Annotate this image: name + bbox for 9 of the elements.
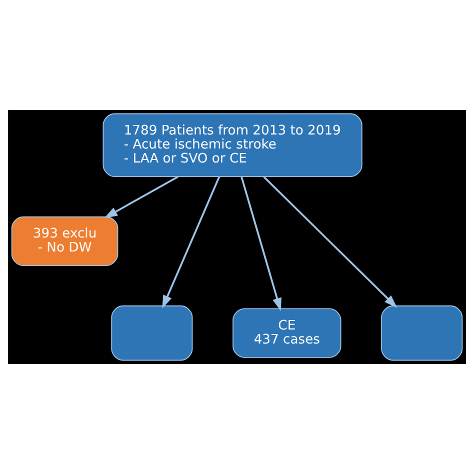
node-box: 393 exclu - No DW bbox=[11, 216, 118, 266]
node-box bbox=[381, 305, 463, 361]
arrow bbox=[162, 176, 220, 308]
arrow bbox=[104, 176, 179, 218]
arrow bbox=[240, 176, 282, 312]
node-box bbox=[111, 305, 193, 361]
arrow bbox=[263, 176, 398, 308]
node-box: CE 437 cases bbox=[232, 308, 342, 358]
node-box: 1789 Patients from 2013 to 2019 - Acute ischemic stroke - LAA or SVO or CE bbox=[102, 113, 362, 178]
